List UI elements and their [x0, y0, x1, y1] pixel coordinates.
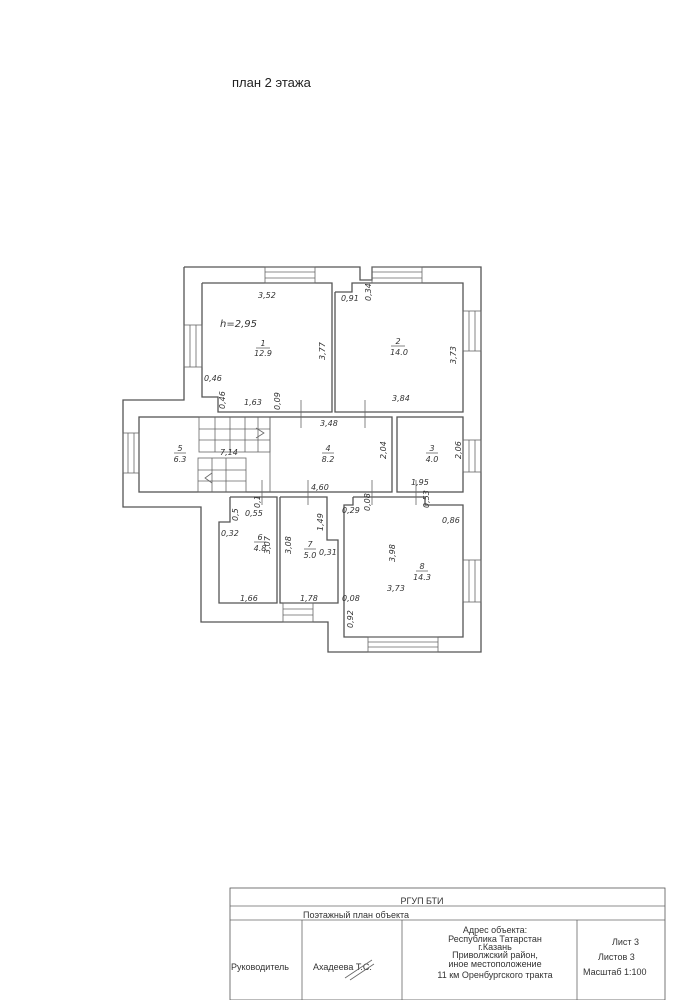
person-name: Ахадеева Т.С. — [313, 962, 372, 972]
dimension: 1,66 — [240, 594, 258, 603]
room-2-outline — [334, 282, 464, 413]
dimension: 7,14 — [220, 448, 238, 457]
address-line: г.Казань — [478, 942, 512, 952]
dimension: 3,98 — [388, 544, 397, 562]
dimension: 3,08 — [284, 536, 293, 554]
room-6-outline — [218, 496, 278, 604]
address-line: иное местоположение — [448, 959, 541, 969]
dimension: 0,29 — [342, 506, 360, 515]
dimension: 3,73 — [387, 584, 405, 593]
dimension: 1,63 — [244, 398, 262, 407]
dimension: 4,60 — [311, 483, 329, 492]
room-5-area: 6.3 — [174, 455, 187, 464]
address-line: Адрес объекта: — [463, 925, 527, 935]
dimension: 0,32 — [221, 529, 239, 538]
sheet-number: Лист 3 — [612, 937, 639, 947]
dimension-labels: 3,52 h=2,95 3,77 0,46 0,46 1,63 0,09 0,9… — [204, 283, 463, 628]
dimension: 1,95 — [411, 478, 429, 487]
dimension: 0,08 — [342, 594, 360, 603]
document-title: Поэтажный план объекта — [303, 910, 409, 920]
dimension: 0,08 — [363, 493, 372, 511]
dimension: 0,5 — [231, 508, 240, 521]
dimension: 0,09 — [273, 392, 282, 410]
sheet-count: Листов 3 — [598, 952, 635, 962]
room-3-area: 4.0 — [426, 455, 439, 464]
scale: Масштаб 1:100 — [583, 967, 647, 977]
organization: РГУП БТИ — [400, 896, 443, 906]
dimension: 0,46 — [218, 391, 227, 409]
room-8-area: 14.3 — [413, 573, 431, 582]
dimension: 3,73 — [449, 346, 458, 364]
dimension: 2,06 — [454, 441, 463, 459]
room-3-number: 3 — [429, 444, 434, 453]
floor-plan: 1 12.9 2 14.0 3 4.0 4 8.2 5 6.3 6 4.8 7 … — [122, 266, 482, 653]
room-6-number: 6 — [257, 533, 262, 542]
title-block: РГУП БТИ Поэтажный план объекта Руководи… — [229, 887, 666, 1000]
dimension: 1,49 — [316, 513, 325, 531]
room-1-outline — [201, 282, 333, 413]
staircase — [197, 416, 271, 493]
address-line: 11 км Оренбургского тракта — [437, 970, 552, 980]
dimension: 0,92 — [346, 610, 355, 628]
room-4-number: 4 — [325, 444, 330, 453]
dimension: 3,77 — [318, 341, 327, 360]
dimension: 3,84 — [392, 394, 410, 403]
dimension: 0,55 — [245, 509, 263, 518]
room-2-area: 14.0 — [390, 348, 408, 357]
ceiling-height: h=2,95 — [220, 319, 257, 330]
dimension: 1,78 — [300, 594, 318, 603]
room-1-area: 12.9 — [254, 349, 272, 358]
room-4-area: 8.2 — [322, 455, 335, 464]
dimension: 0,91 — [341, 294, 359, 303]
dimension: 3,52 — [258, 291, 276, 300]
address-line: Приволжский район, — [452, 950, 538, 960]
role-label: Руководитель — [231, 962, 289, 972]
signature — [344, 959, 375, 981]
room-7-area: 5.0 — [304, 551, 317, 560]
room-7-number: 7 — [307, 540, 313, 549]
dimension: 0,31 — [319, 548, 337, 557]
address-line: Республика Татарстан — [448, 934, 542, 944]
room-8-outline — [343, 496, 464, 638]
dimension: 0,34 — [364, 283, 373, 301]
room-1-number: 1 — [260, 339, 265, 348]
room-8-number: 8 — [419, 562, 424, 571]
door-marks — [261, 400, 417, 505]
dimension: 3,07 — [263, 535, 272, 554]
room-labels: 1 12.9 2 14.0 3 4.0 4 8.2 5 6.3 6 4.8 7 … — [174, 337, 439, 582]
room-2-number: 2 — [395, 337, 400, 346]
plan-title: план 2 этажа — [232, 75, 312, 90]
dimension: 0,53 — [422, 490, 431, 508]
room-7-outline — [279, 496, 339, 604]
dimension: 0,1 — [253, 495, 262, 508]
dimension: 3,48 — [320, 419, 338, 428]
room-6-area: 4.8 — [254, 544, 267, 553]
dimension: 2,04 — [379, 441, 388, 459]
room-5-number: 5 — [177, 444, 182, 453]
dimension: 0,86 — [442, 516, 460, 525]
windows — [122, 266, 482, 653]
dimension: 0,46 — [204, 374, 222, 383]
